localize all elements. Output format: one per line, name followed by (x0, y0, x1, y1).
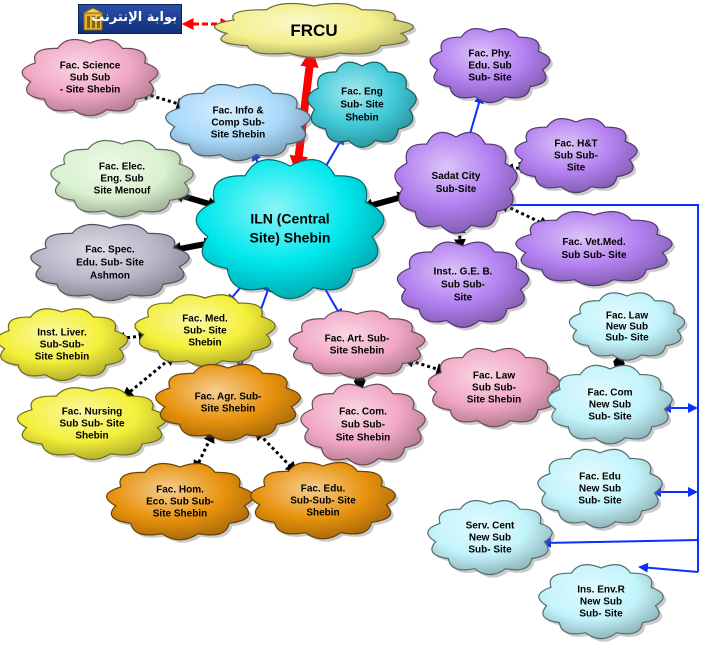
site-label: Fac. Hom.Eco. Sub Sub-Site Shebin (146, 485, 214, 520)
site-vet[interactable]: Fac. Vet.Med.Sub Sub- Site (515, 211, 676, 289)
site-label: FRCU (290, 21, 337, 40)
golden-building-icon (82, 7, 104, 31)
cloud-shape (538, 564, 664, 640)
cloud-shape (30, 223, 190, 302)
logo-text: بوابة الإنترنت (91, 10, 177, 25)
connection-med-nurs (121, 353, 177, 399)
cloud-shape (307, 61, 417, 148)
site-label: Fac. Info &Comp Sub-Site Shebin (211, 106, 265, 141)
cloud-shape (429, 28, 551, 104)
site-label: Fac. Art. Sub-Site Shebin (325, 334, 390, 357)
site-label: Inst.. G.E. B.Sub Sub-Site (434, 267, 493, 304)
cloud-shape (394, 131, 518, 234)
cloud-shape (547, 364, 673, 445)
internet-portal-logo: بوابة الإنترنت (78, 4, 182, 34)
site-agr[interactable]: Fac. Agr. Sub-Site Shebin (155, 363, 304, 444)
site-label: Fac. Vet.Med.Sub Sub- Site (562, 237, 627, 261)
site-geb[interactable]: Inst.. G.E. B.Sub Sub-Site (396, 241, 532, 331)
cloud-shape (214, 2, 414, 58)
site-art[interactable]: Fac. Art. Sub-Site Shebin (288, 310, 428, 382)
sadat-bus-trunk (506, 204, 699, 572)
cloud-shape (396, 241, 530, 328)
site-liver[interactable]: Inst. Liver.Sub-Sub-Site Shebin (0, 308, 131, 384)
cloud-shape (288, 310, 426, 379)
cloud-shape (106, 462, 254, 541)
cloud-shape (0, 308, 129, 382)
site-label: Inst. Liver.Sub-Sub-Site Shebin (35, 328, 89, 363)
cloud-shape (514, 118, 638, 194)
site-home[interactable]: Fac. Hom.Eco. Sub Sub-Site Shebin (106, 462, 257, 543)
cloud-shape (427, 347, 561, 428)
site-com[interactable]: Fac. Com.Sub Sub-Site Shebin (300, 383, 429, 468)
connection-sadat-serv (541, 537, 699, 548)
connection-sadat-ins (638, 562, 699, 573)
cloud-shape (155, 363, 301, 442)
cloud-shape (195, 159, 385, 300)
cloud-shape (568, 292, 686, 361)
cloud-shape (50, 139, 194, 218)
cloud-shape (165, 83, 311, 162)
cloud-shape (427, 500, 553, 576)
site-info[interactable]: Fac. Info &Comp Sub-Site Shebin (165, 83, 314, 164)
connection-agr-home (193, 430, 215, 473)
cloud-shape (515, 211, 673, 287)
cloud-shape (537, 448, 663, 529)
cloud-shape (250, 461, 396, 540)
cloud-shape (16, 387, 168, 461)
site-frcu[interactable]: FRCU (214, 2, 417, 61)
cloud-shape (21, 38, 159, 117)
site-label: Fac. Com.Sub Sub-Site Shebin (336, 407, 390, 444)
cloud-shape (300, 383, 426, 466)
connection-agr-edu (253, 428, 298, 474)
site-label: Fac. Agr. Sub-Site Shebin (195, 392, 262, 415)
